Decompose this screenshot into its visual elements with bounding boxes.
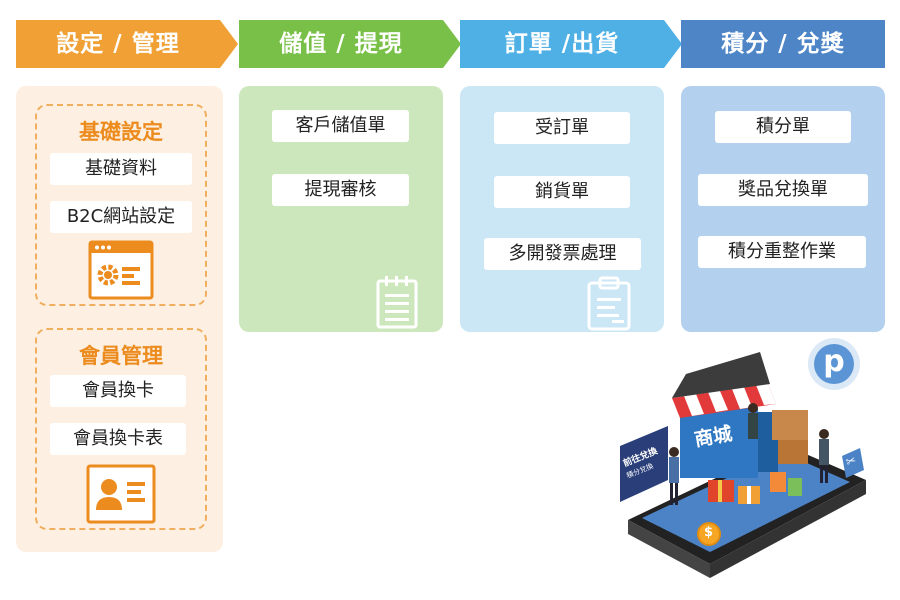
clipboard-icon <box>586 276 632 336</box>
item-points-order[interactable]: 積分單 <box>715 111 851 143</box>
group-member-management: 會員管理 會員換卡 會員換卡表 <box>35 328 207 530</box>
item-b2c-site-settings[interactable]: B2C網站設定 <box>50 201 192 233</box>
header-settings: 設定 / 管理 <box>16 20 238 68</box>
item-multi-invoice[interactable]: 多開發票處理 <box>484 238 641 270</box>
header-points-label: 積分 / 兌獎 <box>721 31 845 57</box>
item-customer-deposit[interactable]: 客戶儲值單 <box>272 110 409 142</box>
mobile-shop-illustration: 商城 前往兌換 積分兌換 $ ✂ <box>610 330 880 590</box>
panel-deposit: 客戶儲值單 提現審核 <box>239 86 443 332</box>
item-sales-order[interactable]: 受訂單 <box>494 112 630 144</box>
group-title-member-management: 會員管理 <box>79 344 163 368</box>
item-member-card-change[interactable]: 會員換卡 <box>50 375 186 407</box>
header-points: 積分 / 兌獎 <box>681 20 885 68</box>
item-withdrawal-review[interactable]: 提現審核 <box>272 174 409 206</box>
header-orders: 訂單 /出貨 <box>460 20 682 68</box>
group-title-basic-settings: 基礎設定 <box>79 120 163 144</box>
panel-points: 積分單 獎品兌換單 積分重整作業 <box>681 86 885 332</box>
dollar-coin-icon: $ <box>704 525 714 540</box>
header-settings-label: 設定 / 管理 <box>56 31 180 57</box>
item-member-card-change-table[interactable]: 會員換卡表 <box>50 423 186 455</box>
settings-window-icon <box>88 240 154 304</box>
header-deposit: 儲值 / 提現 <box>239 20 461 68</box>
item-prize-redemption[interactable]: 獎品兌換單 <box>698 174 868 206</box>
item-points-reorg[interactable]: 積分重整作業 <box>698 236 866 268</box>
panel-orders: 受訂單 銷貨單 多開發票處理 <box>460 86 664 332</box>
group-basic-settings: 基礎設定 基礎資料 B2C網站設定 <box>35 104 207 306</box>
panel-settings: 基礎設定 基礎資料 B2C網站設定 會員管理 會員換卡 會員換卡表 <box>16 86 223 552</box>
points-badge-letter: p <box>823 344 845 379</box>
notepad-icon <box>375 274 419 334</box>
member-card-icon <box>86 464 156 528</box>
header-orders-label: 訂單 /出貨 <box>504 31 620 57</box>
item-shipment-order[interactable]: 銷貨單 <box>494 176 630 208</box>
points-p-icon: p <box>806 336 862 392</box>
item-basic-data[interactable]: 基礎資料 <box>50 153 192 185</box>
header-deposit-label: 儲值 / 提現 <box>279 31 403 57</box>
